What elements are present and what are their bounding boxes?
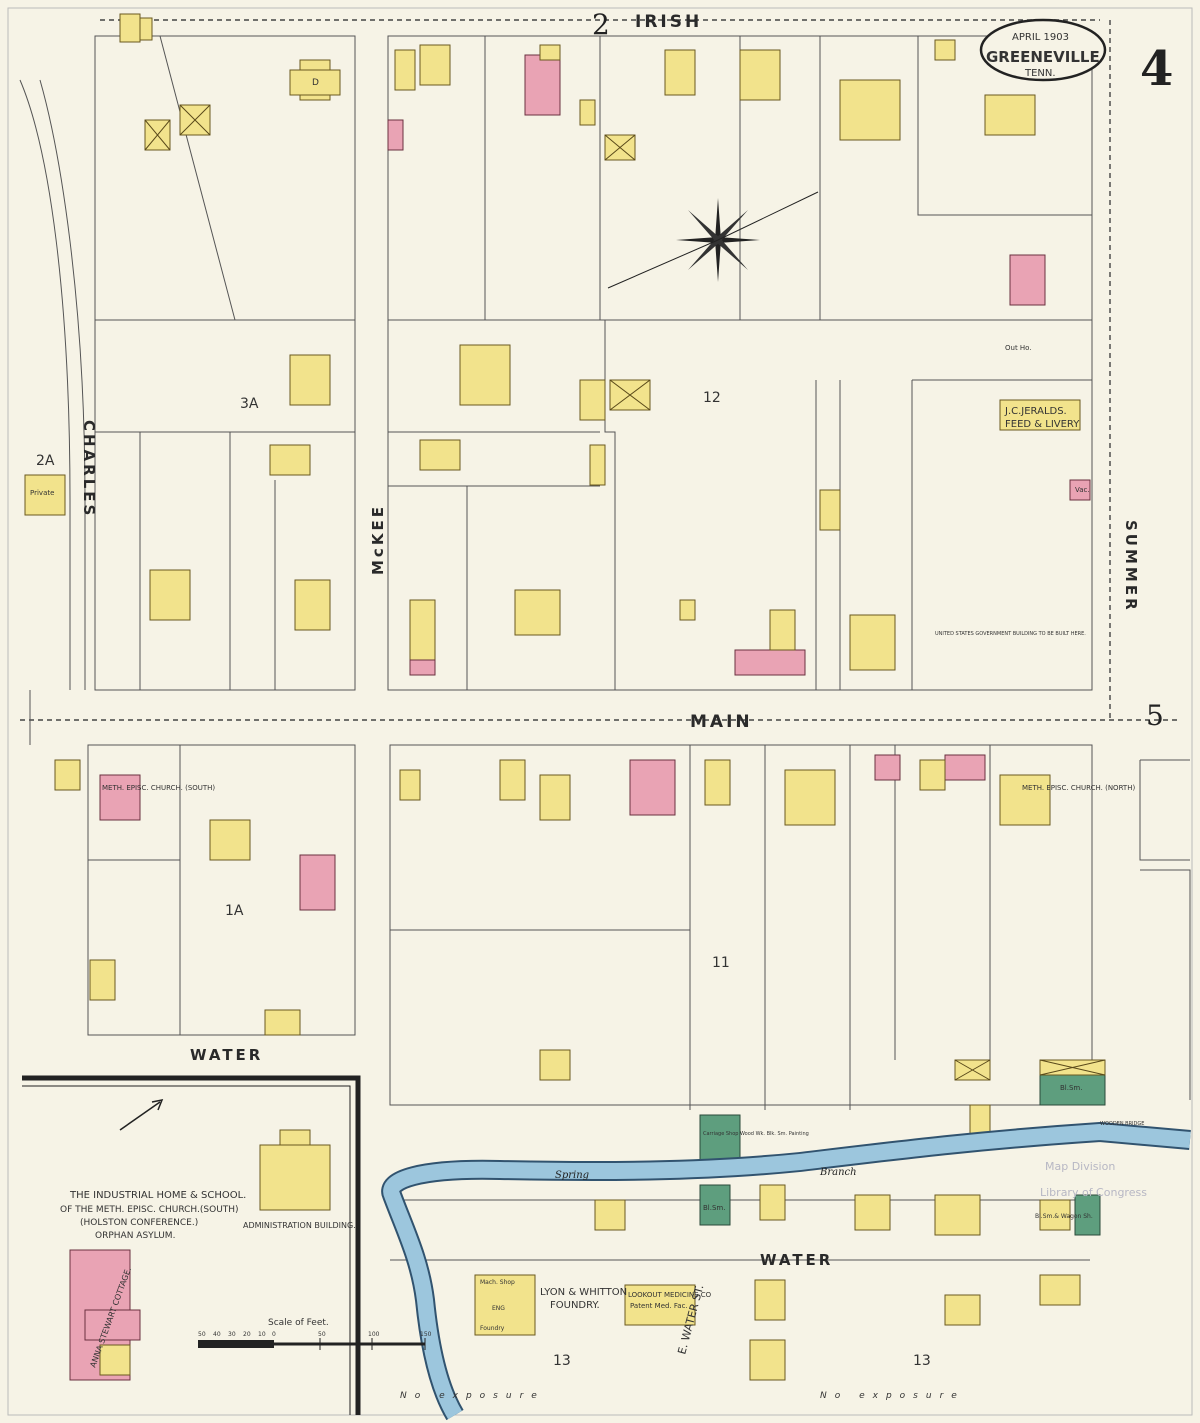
- adjoining-sheet-top: 2: [592, 8, 610, 41]
- label-holston: (HOLSTON CONFERENCE.): [80, 1218, 198, 1228]
- label-patent: Patent Med. Fac.: [630, 1302, 688, 1310]
- compass-rose-icon: [607, 191, 819, 289]
- label-us-gov: UNITED STATES GOVERNMENT BUILDING TO BE …: [935, 631, 1086, 637]
- block-1a: 1A: [225, 903, 244, 919]
- label-wagon: Bl.Sm.& Wagon Sh.: [1035, 1213, 1093, 1220]
- street-water-west: WATER: [190, 1046, 263, 1064]
- block-lines: [29, 35, 1191, 1261]
- label-out-ho: Out Ho.: [1005, 344, 1032, 352]
- label-orphan: ORPHAN ASYLUM.: [95, 1231, 175, 1241]
- block-13-east: 13: [913, 1353, 931, 1369]
- label-bl-sm-east: Bl.Sm.: [1060, 1084, 1082, 1092]
- block-2a: 2A: [36, 453, 55, 469]
- spring-branch-river: [383, 1124, 1191, 1420]
- label-private: Private: [30, 489, 54, 497]
- label-admin: ADMINISTRATION BUILDING.: [243, 1221, 356, 1230]
- label-spring: Spring: [555, 1170, 589, 1181]
- label-lookout: LOOKOUT MEDICINE CO: [628, 1291, 712, 1299]
- stamp-map-division: Map Division: [1045, 1160, 1115, 1173]
- label-bl-sm: Bl.Sm.: [703, 1204, 725, 1212]
- scale-tick-label: 30: [228, 1331, 236, 1338]
- label-meth-south: METH. EPISC. CHURCH. (SOUTH): [102, 784, 215, 792]
- scale-tick-label: 100: [368, 1331, 380, 1338]
- scale-tick-label: 150: [420, 1331, 432, 1338]
- label-carriage: Carriage Shop Wood Wk. Blk. Sm. Painting: [703, 1131, 809, 1137]
- page-border: [7, 7, 1193, 1416]
- street-summer: SUMMER: [1122, 520, 1140, 613]
- inset-frame: [22, 1075, 361, 1415]
- label-industrial-home: THE INDUSTRIAL HOME & SCHOOL.: [69, 1190, 246, 1201]
- street-mckee: McKEE: [369, 504, 387, 575]
- block-3a: 3A: [240, 396, 259, 412]
- label-foundry-small: Foundry: [480, 1325, 505, 1332]
- label-eng: ENG: [492, 1305, 505, 1312]
- scale-tick-label: 40: [213, 1331, 221, 1338]
- label-branch: Branch: [819, 1167, 857, 1178]
- scale-tick-label: 50: [318, 1331, 326, 1338]
- label-feed-livery: FEED & LIVERY: [1005, 419, 1080, 430]
- label-of-meth: OF THE METH. EPISC. CHURCH.(SOUTH): [60, 1205, 239, 1215]
- street-irish: IRISH: [635, 12, 702, 32]
- svg-text:Scale of Feet.: Scale of Feet.: [268, 1318, 329, 1328]
- buildings: [24, 13, 1106, 1381]
- block-12: 12: [703, 390, 721, 406]
- label-vac: Vac.: [1075, 486, 1090, 494]
- no-exposure-2: No exposure: [820, 1391, 965, 1401]
- street-charles: CHARLES: [80, 420, 98, 518]
- charles-st-line: [19, 79, 71, 690]
- stamp-loc: Library of Congress: [1040, 1186, 1147, 1199]
- adjoining-sheet-right: 5: [1146, 699, 1164, 732]
- map-state: TENN.: [1024, 68, 1056, 79]
- scale-tick-label: 0: [272, 1331, 276, 1338]
- north-arrow-inset: [119, 1101, 161, 1131]
- block-13-west: 13: [553, 1353, 571, 1369]
- scale-tick-label: 10: [258, 1331, 266, 1338]
- no-exposure-1: No exposure: [400, 1391, 545, 1401]
- label-jerralds: J.C.JERALDS.: [1004, 406, 1067, 417]
- map-city: GREENEVILLE: [986, 48, 1100, 66]
- label-meth-north: METH. EPISC. CHURCH. (NORTH): [1022, 784, 1135, 792]
- label-d: D: [312, 78, 319, 88]
- street-water-east: WATER: [760, 1251, 833, 1269]
- map-date: APRIL 1903: [1012, 32, 1069, 43]
- label-wooden-bridge: WOODEN BRIDGE: [1100, 1121, 1144, 1127]
- scale-tick-label: 20: [243, 1331, 251, 1338]
- label-foundry: FOUNDRY.: [550, 1300, 600, 1311]
- scale-tick-label: 50: [198, 1331, 206, 1338]
- label-mach-shop: Mach. Shop: [480, 1279, 515, 1286]
- title-cartouche: [979, 18, 1107, 82]
- sheet-number: 4: [1140, 41, 1173, 97]
- block-11: 11: [712, 955, 730, 971]
- street-main: MAIN: [690, 712, 753, 732]
- x-marks: [144, 104, 1106, 1081]
- label-lyon-whitton: LYON & WHITTON: [540, 1287, 627, 1298]
